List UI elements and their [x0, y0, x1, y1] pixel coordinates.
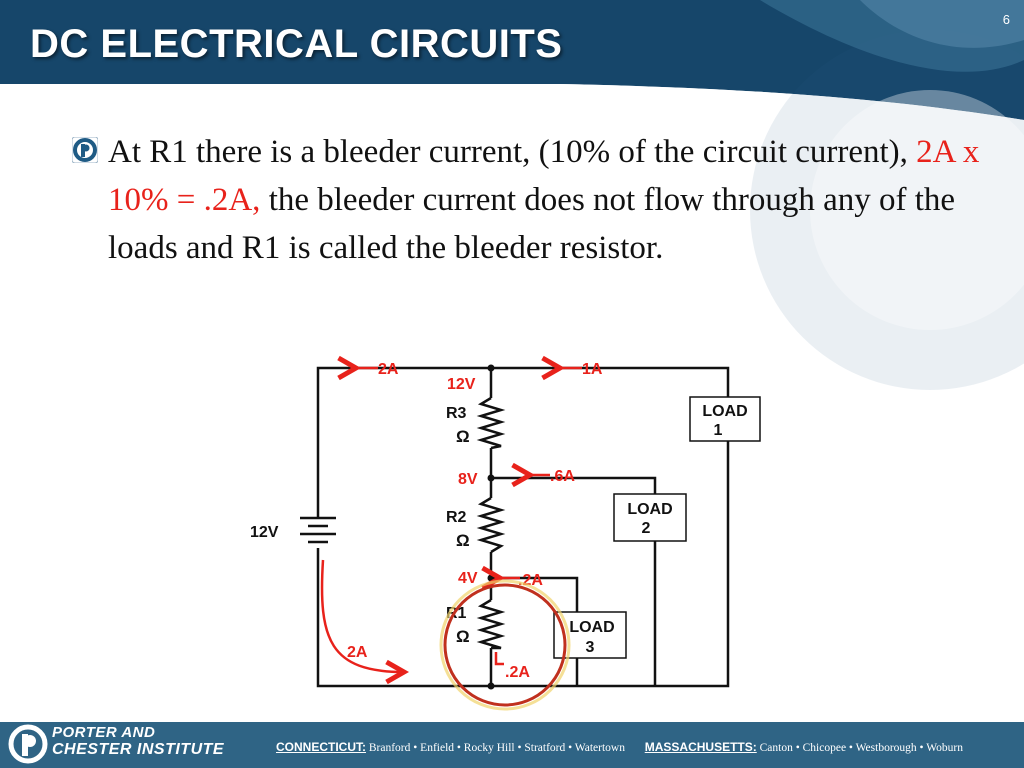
load3-line2: 3 [586, 639, 595, 656]
body-paragraph: At R1 there is a bleeder current, (10% o… [108, 128, 988, 272]
page-number: 6 [1002, 12, 1010, 27]
footer-bar [0, 722, 1024, 768]
resistor-r2 [476, 496, 506, 554]
load1-current-label: 1A [582, 361, 603, 378]
r1-ohm-label: Ω [456, 627, 470, 646]
load2-line2: 2 [642, 520, 651, 537]
resistor-r1 [476, 598, 506, 650]
ma-state-label: MASSACHUSETTS: [644, 740, 757, 754]
load1-line2: 1 [714, 422, 723, 439]
node-top-voltage-label: 12V [447, 376, 476, 393]
load2-line1: LOAD [627, 501, 672, 518]
body-text-highlight: 2A x 10% = .2A, [108, 134, 980, 218]
logo-line2: CHESTER INSTITUTE [52, 741, 225, 758]
source-voltage-label: 12V [250, 524, 279, 541]
r3-label: R3 [446, 405, 467, 422]
body-text-part1: At R1 there is a bleeder current, (10% o… [108, 134, 917, 170]
r3-ohm-label: Ω [456, 427, 470, 446]
institute-logo-icon [8, 724, 48, 764]
node-low-voltage-label: 4V [458, 570, 478, 587]
node-mid-voltage-label: 8V [458, 471, 478, 488]
r2-label: R2 [446, 509, 467, 526]
r2-ohm-label: Ω [456, 531, 470, 550]
resistor-r3 [476, 396, 506, 450]
circuit-diagram: 12V R3 Ω R2 Ω R1 Ω 12V 8V 4V 2A 1A .6A .… [250, 350, 761, 711]
return-current-label: 2A [347, 644, 368, 661]
main-current-top-label: 2A [378, 361, 399, 378]
battery-symbol [300, 516, 336, 544]
ma-towns: Canton • Chicopee • Westborough • Woburn [759, 742, 963, 754]
bleeder-current-label: .2A [505, 664, 530, 681]
load-1-box: LOAD 1 [689, 396, 761, 442]
page-title: DC ELECTRICAL CIRCUITS [30, 22, 563, 66]
r1-highlight-circle [443, 583, 567, 707]
footer-locations: CONNECTICUT: Branford • Enfield • Rocky … [276, 740, 963, 754]
ct-state-label: CONNECTICUT: [276, 740, 366, 754]
ct-towns: Branford • Enfield • Rocky Hill • Stratf… [368, 742, 625, 754]
bullet-logo-icon [72, 137, 98, 163]
load3-line1: LOAD [569, 619, 614, 636]
institute-logo-text: PORTER AND CHESTER INSTITUTE [52, 724, 224, 758]
r1-highlight-glow [439, 579, 571, 711]
load1-line1: LOAD [702, 403, 747, 420]
logo-line1: PORTER AND [52, 724, 156, 741]
load-3-box: LOAD 3 [553, 611, 627, 659]
load2-current-label: .6A [550, 468, 575, 485]
load-2-box: LOAD 2 [613, 493, 687, 542]
current-arrows [320, 368, 582, 672]
body-text-part2: the bleeder current does not flow throug… [108, 182, 956, 266]
